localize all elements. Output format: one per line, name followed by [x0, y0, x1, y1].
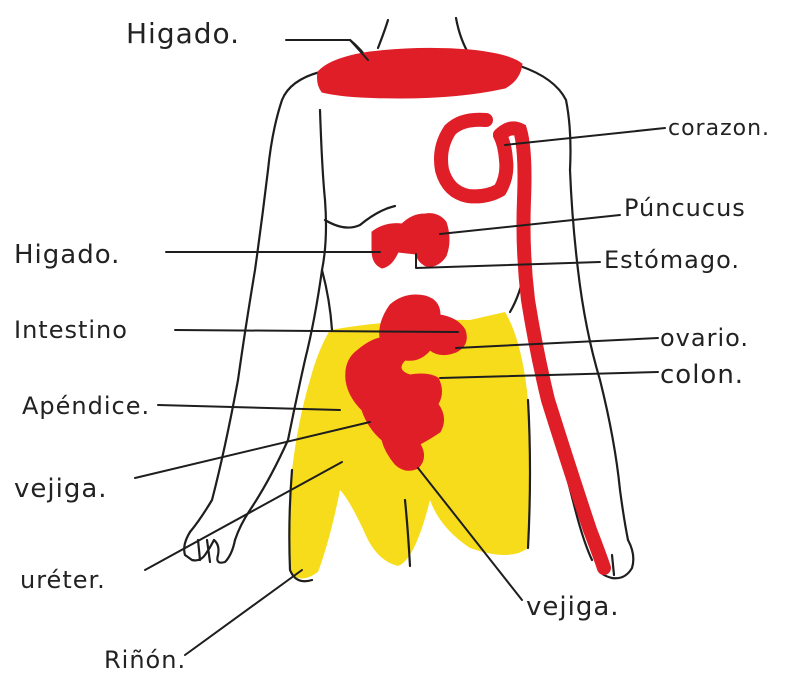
label-intestino: Intestino [14, 318, 128, 342]
label-ureter: uréter. [20, 568, 106, 592]
line-rinon [185, 570, 302, 655]
label-ovario: ovario. [660, 326, 749, 350]
label-rinon: Riñón. [104, 648, 186, 672]
liver-top-shape [318, 48, 523, 98]
label-higado-top: Higado. [126, 20, 240, 48]
label-corazon: corazon. [668, 118, 770, 140]
label-estomago: Estómago. [604, 248, 740, 272]
label-higado-left: Higado. [14, 242, 120, 268]
label-colon: colon. [660, 362, 744, 388]
line-corazon [505, 128, 665, 145]
label-vejiga-bottom: vejiga. [526, 594, 620, 620]
label-vejiga-left: vejiga. [14, 476, 108, 502]
label-pancreas: Púncucus [624, 196, 746, 220]
label-apendice: Apéndice. [22, 394, 150, 418]
stomach-shape [372, 214, 449, 268]
